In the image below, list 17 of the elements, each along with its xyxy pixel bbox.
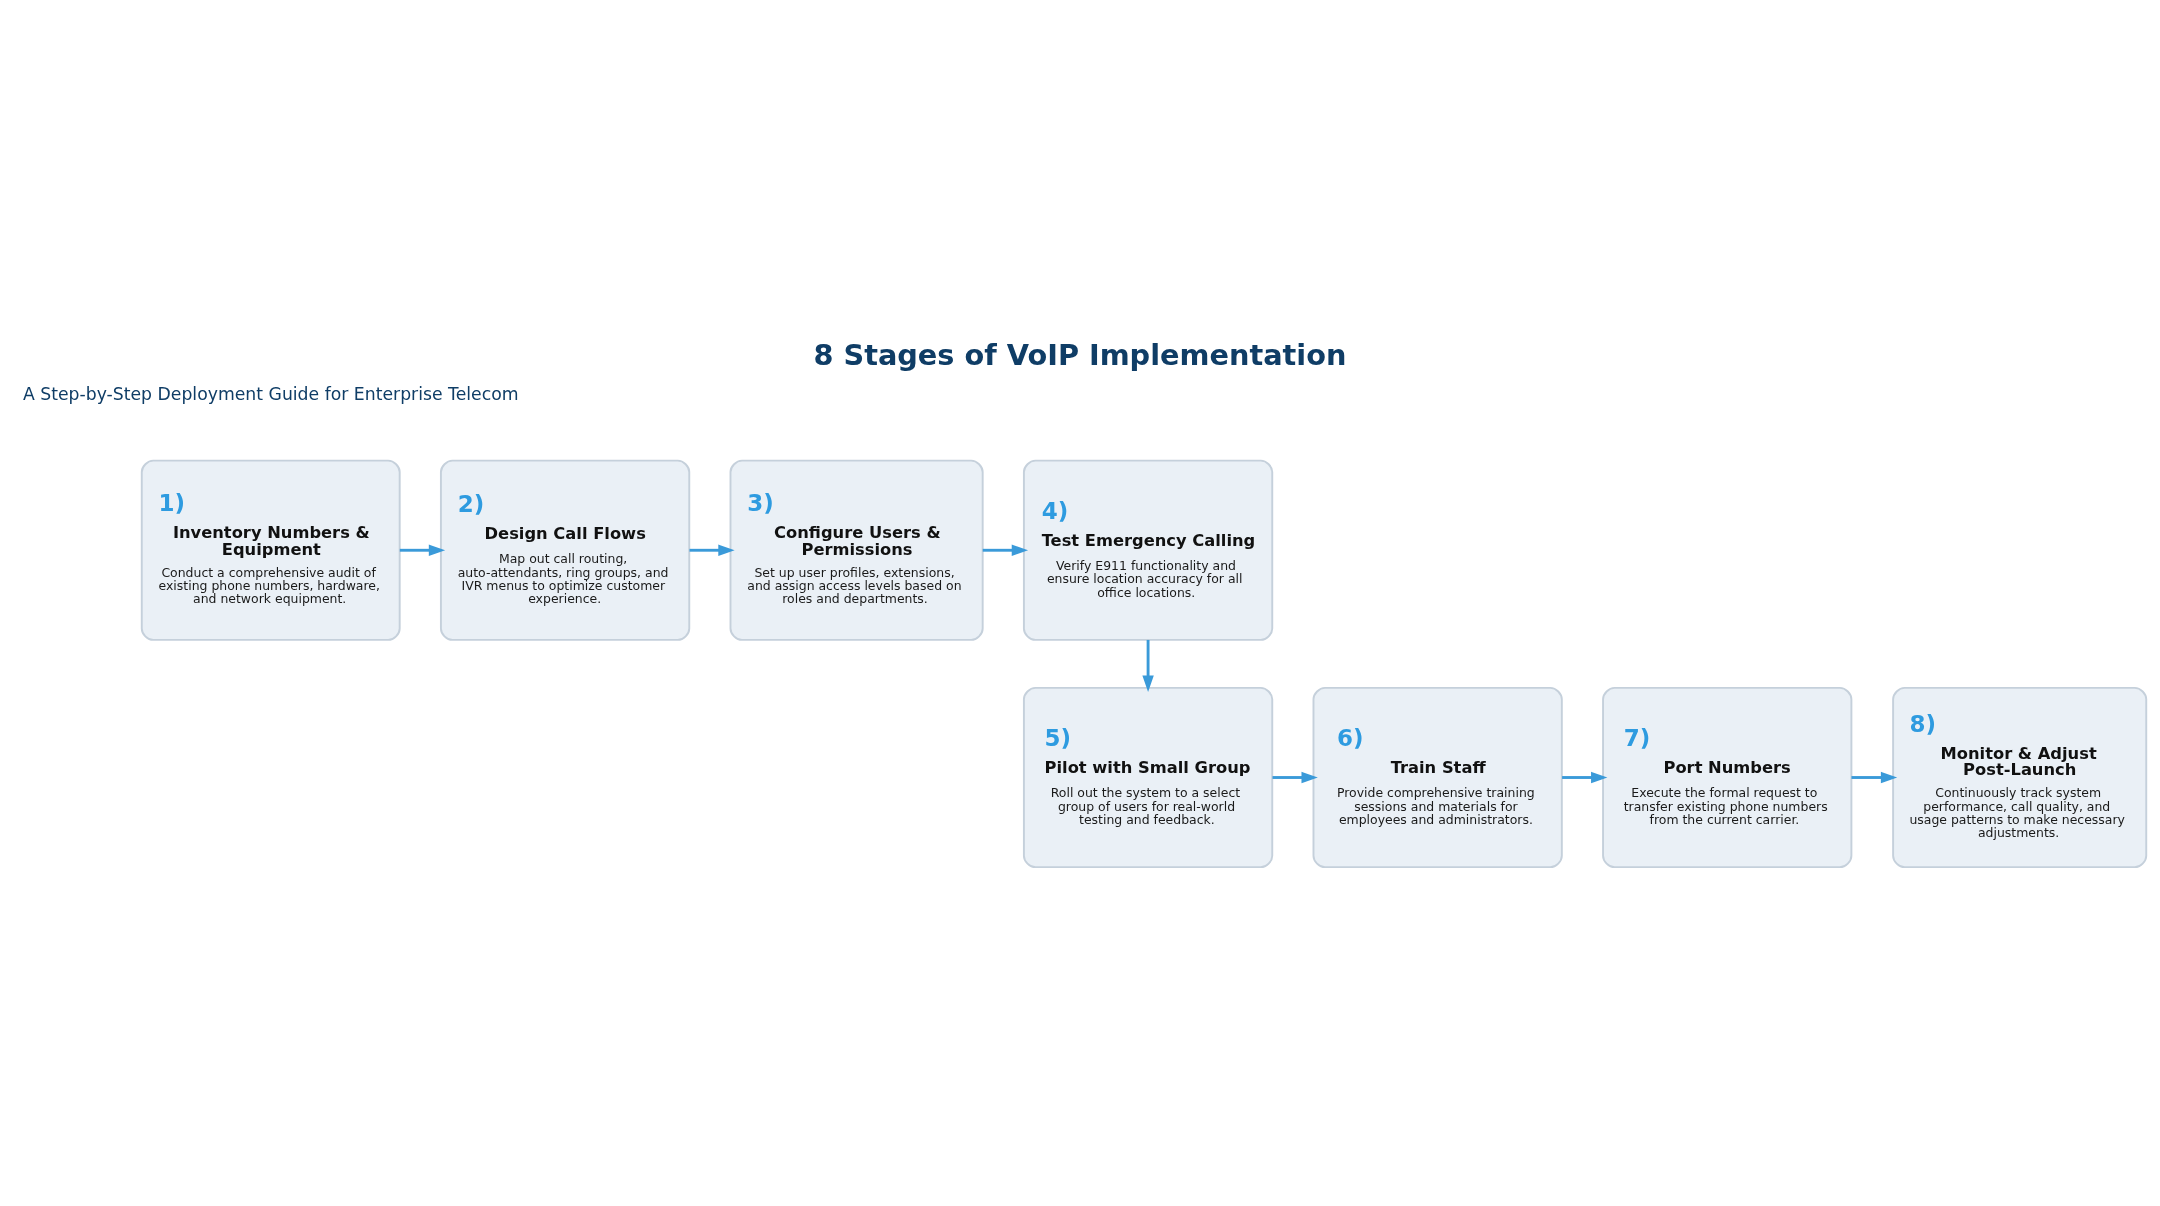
label: A Step-by-Step Deployment Guide for Enterprise Telecom	[22, 383, 519, 404]
node-box: 3) Configure Users & Permissions Set up user profiles, extensions, and assign access levels based on roles and departments.	[729, 459, 984, 641]
node-box: 5) Pilot with Small Group Roll out the system to a select group of users for real-world testing and feedback.	[1022, 686, 1274, 869]
node-box: 2) Design Call Flows Map out call routing, auto-attendants, ring groups, and IVR menus to optimize customer experience.	[439, 459, 691, 641]
arrow	[399, 544, 446, 556]
node-box: 6) Train Staff Provide comprehensive training sessions and materials for employees and administrators.	[1312, 686, 1563, 869]
arrow	[689, 544, 735, 556]
node-box: 1) Inventory Numbers & Equipment Conduct a comprehensive audit of existing phone numbers, hardware, and network equipment.	[140, 459, 401, 641]
arrow	[1851, 771, 1898, 784]
arrow	[1562, 771, 1608, 784]
arrow	[1272, 771, 1318, 784]
node-box: 8) Monitor & Adjust Post-Launch Continuously track system performance, call quality, and usage patterns to make necessary adjustments.	[1892, 686, 2148, 869]
diagram-title: 8 Stages of VoIP Implementation	[813, 337, 1347, 372]
node-box: 4) Test Emergency Calling Verify E911 functionality and ensure location accuracy for all office locations.	[1022, 459, 1274, 641]
node-box: 7) Port Numbers Execute the formal request to transfer existing phone numbers from the current carrier.	[1602, 686, 1853, 869]
arrow	[982, 544, 1029, 556]
arrow	[1142, 639, 1154, 692]
